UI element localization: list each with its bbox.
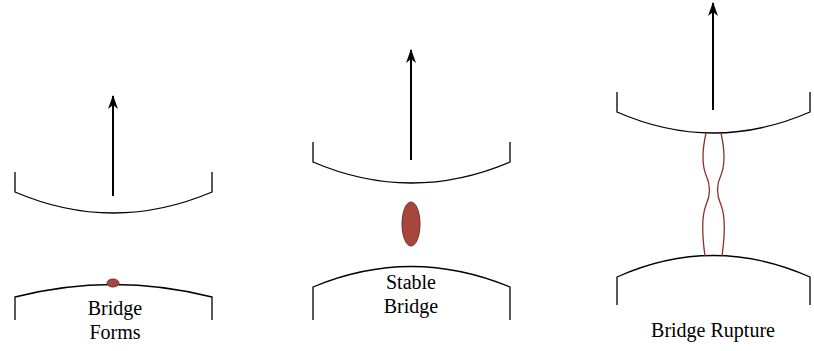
lower-surface [313, 267, 510, 321]
lower-surface [617, 256, 810, 306]
panel-caption: Stable Bridge [371, 270, 451, 318]
pull-arrow [112, 96, 114, 196]
panel-caption: Bridge Rupture [618, 318, 808, 342]
pull-arrow [410, 50, 412, 160]
liquid-bridge [402, 202, 420, 246]
panel-caption: Bridge Forms [75, 296, 155, 344]
pull-arrow [712, 3, 714, 110]
liquid-bridge [107, 279, 119, 287]
ruptured-bridge [703, 133, 725, 256]
